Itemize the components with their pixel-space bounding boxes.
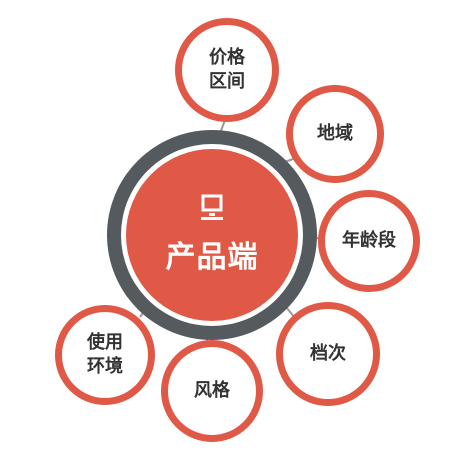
node-price-range-line-1: 价格 [209, 46, 245, 68]
node-region-label: 地域 [317, 122, 353, 144]
node-price-range-line-2: 区间 [209, 71, 245, 92]
node-age-group-label: 年龄段 [342, 229, 396, 251]
node-grade: 档次 [276, 302, 380, 406]
node-region: 地域 [286, 85, 384, 183]
center-hub-label: 产品端 [165, 240, 259, 275]
node-style-label: 风格 [194, 379, 230, 401]
center-hub: 产品端 [107, 130, 317, 340]
center-hub-core: 产品端 [126, 149, 298, 321]
node-price-range: 价格 区间 [175, 18, 279, 122]
center-hub-ring: 产品端 [121, 144, 303, 326]
node-grade-label: 档次 [310, 342, 346, 364]
node-usage-env-line-2: 环境 [87, 356, 123, 377]
node-usage-env-line-1: 使用 [87, 331, 123, 353]
terminal-icon [201, 194, 223, 220]
node-usage-env: 使用 环境 [55, 305, 155, 405]
node-age-group: 年龄段 [318, 190, 420, 292]
node-style: 风格 [161, 340, 263, 442]
